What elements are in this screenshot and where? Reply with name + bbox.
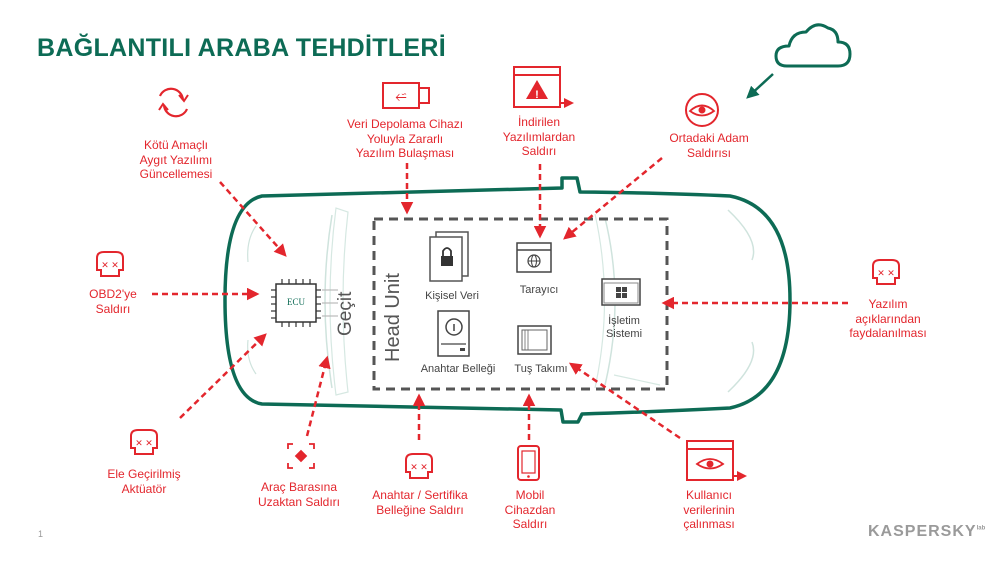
brand-logo: KASPERSKYlab (868, 523, 985, 541)
page-number: 1 (38, 529, 44, 539)
key-storage-label: Anahtar Belleği (420, 363, 496, 375)
label-line: çalınması (683, 517, 735, 531)
label-line: Aktüatör (121, 481, 167, 496)
brand-suffix: lab (976, 525, 986, 532)
ecu-chip-icon (271, 279, 321, 327)
threat-key-cert: Anahtar / Sertifika Belleğine Saldırı (372, 488, 467, 517)
head-unit-label: Head Unit (382, 273, 404, 362)
label-line: Kullanıcı (685, 488, 733, 502)
keyboard-tablet-icon (517, 325, 552, 355)
label-line: Aygıt Yazılımı (139, 152, 213, 167)
label-line: Saldırısı (686, 145, 731, 160)
os-label: İşletim Sistemi (606, 315, 642, 341)
page-title: BAĞLANTILI ARABA TEHDİTLERİ (37, 34, 446, 62)
eye-browser-icon (686, 440, 747, 481)
svg-text:✕ ✕: ✕ ✕ (135, 438, 153, 448)
svg-text:!: ! (535, 89, 539, 101)
svg-text:✕ ✕: ✕ ✕ (877, 268, 895, 278)
skull-icon-actuator: ✕ ✕ (130, 429, 158, 455)
svg-text:✕ ✕: ✕ ✕ (101, 260, 119, 270)
threat-mitm: Ortadaki Adam Saldırısı (669, 131, 748, 160)
label-line: OBD2'ye (89, 287, 137, 301)
label-line: Belleğine Saldırı (376, 502, 464, 517)
label-line: Güncellemesi (139, 167, 213, 181)
label-line: Cihazdan (504, 502, 556, 517)
threat-arrows (152, 157, 848, 440)
threat-obd2: OBD2'ye Saldırı (89, 287, 137, 316)
browser-icon (516, 242, 552, 273)
os-label-line: Sistemi (605, 328, 643, 340)
warning-browser-icon: ! (513, 66, 574, 108)
label-line: Anahtar / Sertifika (372, 488, 468, 502)
threat-malicious-update: Kötü Amaçlı Aygıt Yazılımı Güncellemesi (140, 138, 213, 182)
label-line: Ortadaki Adam (669, 131, 749, 145)
label-line: faydalanılması (849, 326, 927, 340)
windows-os-icon (601, 278, 641, 306)
threat-mobile: Mobil Cihazdan Saldırı (505, 488, 556, 532)
brand-name: KASPERSKY (868, 523, 977, 540)
refresh-cycle-icon (158, 87, 189, 118)
key-storage-icon (437, 310, 470, 357)
label-line: Ele Geçirilmiş (107, 467, 181, 481)
label-line: Uzaktan Saldırı (257, 494, 341, 509)
threat-hijacked-actuator: Ele Geçirilmiş Aktüatör (107, 467, 180, 496)
os-label-line: İşletim (608, 315, 640, 327)
keyboard-label: Tuş Takımı (514, 363, 568, 375)
eye-icon (685, 93, 719, 127)
label-line: Araç Barasına (260, 480, 338, 494)
bus-lines (322, 289, 338, 317)
label-line: Saldırı (512, 517, 548, 531)
svg-text:✕ ✕: ✕ ✕ (410, 462, 428, 472)
mobile-phone-icon (517, 445, 540, 481)
label-line: Kötü Amaçlı (143, 138, 209, 152)
label-line: verilerinin (683, 502, 735, 517)
label-line: açıklarından (855, 311, 921, 326)
label-line: Yoluyla Zararlı (366, 131, 444, 146)
label-line: İndirilen (517, 115, 561, 129)
personal-data-icon (429, 231, 469, 282)
threat-remote-bus: Araç Barasına Uzaktan Saldırı (258, 480, 340, 509)
label-line: Saldırı (95, 301, 131, 316)
skull-icon-obd2: ✕ ✕ (96, 251, 124, 277)
threat-downloaded-software: İndirilen Yazılımlardan Saldırı (503, 115, 575, 159)
browser-label: Tarayıcı (519, 284, 559, 296)
label-line: Yazılımlardan (502, 129, 576, 144)
label-line: Yazılım Bulaşması (355, 146, 455, 160)
remote-target-icon (287, 443, 315, 469)
skull-icon-keycert: ✕ ✕ (405, 453, 433, 479)
usb-stick-icon: ⭁ (382, 82, 430, 109)
cloud-icon (746, 23, 852, 99)
svg-text:⭁: ⭁ (395, 89, 406, 105)
label-line: Mobil (515, 488, 545, 502)
personal-data-label: Kişisel Veri (425, 290, 479, 302)
label-line: Veri Depolama Cihazı (346, 117, 464, 131)
ecu-label: ECU (287, 297, 305, 307)
label-line: Saldırı (521, 144, 557, 158)
threat-storage-infection: Veri Depolama Cihazı Yoluyla Zararlı Yaz… (347, 117, 463, 161)
label-line: Yazılım (868, 297, 908, 311)
threat-user-data: Kullanıcı verilerinin çalınması (683, 488, 734, 532)
skull-icon-software: ✕ ✕ (872, 259, 900, 285)
gateway-label: Geçit (335, 291, 356, 336)
threat-software-vuln: Yazılım açıklarından faydalanılması (849, 297, 926, 341)
